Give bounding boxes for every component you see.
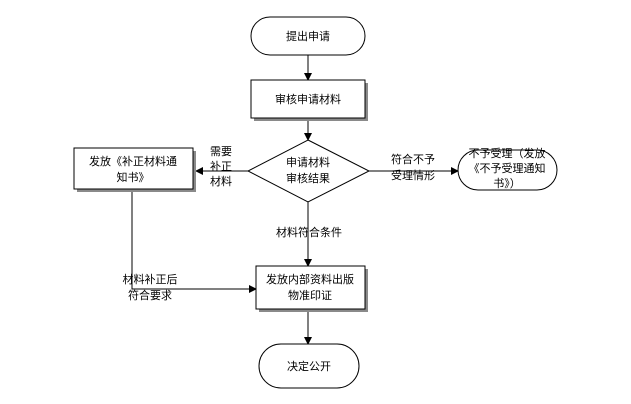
node-reject-label-line3: 书》） [493,177,521,190]
node-submit-application: 提出申请 [250,16,366,56]
node-review-materials: 审核申请材料 [250,79,368,121]
node-decision-label-line2: 审核结果 [286,171,330,185]
node-review-label: 审核申请材料 [275,92,341,106]
node-publish-label: 决定公开 [287,359,331,373]
node-supplement-label-line2: 知书》 [117,170,150,184]
node-supplement-label-line1: 发放《补正材料通 [89,154,177,168]
edge-supplement-to-issue [131,189,257,293]
edge-label-meets-conditions-line1: 材料符合条件 [276,225,342,239]
edge-label-not-accepted-line1: 符合不予 [391,152,435,166]
node-issue-label-line1: 发放内部资料出版 [266,272,354,286]
edge-label-needs-supplement-line2: 补正 [210,160,232,173]
node-reject-label-line1: 不予受理（发放 [469,146,546,160]
edge-label-supplement-ok-line2: 符合要求 [128,288,172,302]
edge-label-supplement-ok: 材料补正后 符合要求 [123,272,178,302]
edge-label-supplement-ok-line1: 材料补正后 [123,272,178,286]
edge-label-meets-conditions: 材料符合条件 [276,225,342,239]
node-issue-certificate: 发放内部资料出版 物准印证 [255,265,368,312]
node-supplement-notice: 发放《补正材料通 知书》 [73,147,196,192]
edge-label-needs-supplement: 需要 补正 材料 [210,145,232,188]
edge-label-needs-supplement-line3: 材料 [210,174,232,188]
node-decision-label-line1: 申请材料 [286,155,330,169]
edge-label-not-accepted: 符合不予 受理情形 [391,152,435,182]
connectors [131,55,459,345]
node-decide-publish: 决定公开 [258,343,360,389]
node-review-decision: 申请材料 审核结果 [246,139,371,203]
node-issue-label-line2: 物准印证 [288,288,332,302]
node-reject-notice: 不予受理（发放 《不予受理通知 书》） [457,146,558,191]
node-reject-label-line2: 《不予受理通知 [469,161,546,175]
edge-label-not-accepted-line2: 受理情形 [391,169,435,182]
node-submit-label: 提出申请 [286,29,330,43]
edge-label-needs-supplement-line1: 需要 [210,145,232,158]
